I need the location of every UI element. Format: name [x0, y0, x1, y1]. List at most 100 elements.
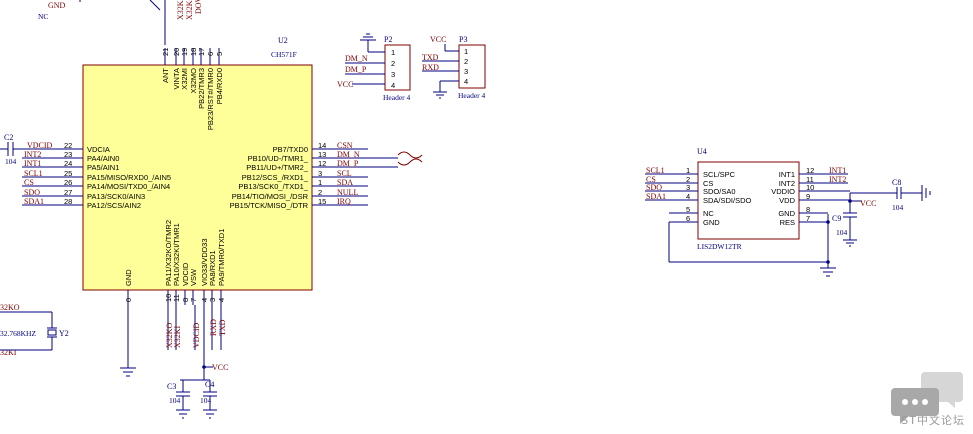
u2-right-pin-num: 13: [318, 150, 326, 159]
u2-component[interactable]: U2 CH571F 21ANT20VINTA19X32MI18X32MO17PB…: [62, 36, 334, 305]
u2-top-pin-name: PB23/RST#/TMR0: [206, 68, 215, 130]
u2-left-pin-num: 23: [64, 150, 72, 159]
c9-capacitor[interactable]: C9 104: [832, 212, 857, 247]
u2-bottom-pin-name: VSW: [189, 268, 198, 286]
p3-part: Header 4: [458, 91, 486, 100]
y2-net-top: 32KO: [0, 303, 20, 312]
u2-top-pin-name: PB22/TMR3: [197, 68, 206, 109]
c3-capacitor[interactable]: C3 104: [167, 382, 190, 410]
vcc-label-u4: VCC: [860, 199, 876, 208]
u4-ref: U4: [697, 147, 707, 156]
p3-header[interactable]: P3 1 2 3 4 Header 4 VCC TXD RXD: [422, 35, 486, 100]
c9-ref: C9: [832, 214, 841, 223]
u2-bottom-pin-num: 10: [164, 294, 173, 302]
u2-left-pin-name: PA15/MISO/RXD0_/AIN5: [87, 173, 171, 182]
u2-bottom-net: VDCID: [192, 322, 201, 348]
p3-pin1: 1: [464, 47, 468, 56]
u2-bottom-pin-name: VDCID: [181, 262, 190, 286]
u2-bottom-pin-num: 0: [124, 298, 133, 302]
u2-top-pin-num: 21: [161, 48, 170, 56]
u4-left-net: SDA1: [646, 192, 666, 201]
c3-value: 104: [169, 396, 181, 405]
u2-left-pin-name: PA5/AIN1: [87, 163, 119, 172]
u4-right-pin-num: 10: [806, 183, 814, 192]
u2-bottom-net: TXD: [218, 319, 227, 336]
u4-left-net: SCL1: [646, 166, 665, 175]
u4-left-net: CS: [646, 175, 656, 184]
p3-ref: P3: [459, 35, 467, 44]
u2-top-net-2: X32KO: [185, 0, 194, 20]
u2-right-pin-num: 1: [318, 178, 322, 187]
c4-capacitor[interactable]: C4 104: [200, 380, 217, 410]
u4-left-net: SDO: [646, 183, 662, 192]
u4-right-pin-name: VDDIO: [771, 187, 795, 196]
u2-top-pin-num: 6: [206, 52, 215, 56]
y2-ref: Y2: [59, 329, 69, 338]
u2-bottom-pin-name: PA10/X32KI/TMR1: [172, 223, 181, 286]
u2-bottom-net: X32KO: [165, 322, 174, 348]
c8-ref: C8: [892, 178, 901, 187]
u4-right-net: INT1: [829, 166, 846, 175]
watermark-text: ST中文论坛: [901, 414, 965, 427]
u2-left-pin-name: PA13/SCK0/AIN3: [87, 192, 145, 201]
u2-right-pin-num: 14: [318, 141, 326, 150]
dm-n-cross-icon: [397, 151, 423, 159]
p3-pin2: 2: [464, 57, 468, 66]
u2-right-pin-name: PB15/TCK/MISO_/DTR: [230, 201, 309, 210]
u2-right-net: DM_N: [337, 150, 360, 159]
u2-right-pin-num: 3: [318, 169, 322, 178]
u2-bottom-pin-num: 3: [208, 298, 217, 302]
u2-bottom-pin-name: PA8/RXD1: [208, 250, 217, 286]
u4-right-pin-name: INT2: [779, 179, 795, 188]
u2-bottom-pin-num: 4: [200, 298, 209, 302]
gnd-symbol-c3: [176, 409, 190, 419]
u2-right-net: NULL: [337, 188, 358, 197]
u2-top-pin-num: 20: [172, 48, 181, 56]
u2-right-pin-name: PB11/UD+/TMR2_: [246, 163, 309, 172]
u2-right-pin-num: 15: [318, 197, 326, 206]
p2-net-dm-n: DM_N: [345, 54, 368, 63]
u2-right-pin-num: 12: [318, 159, 326, 168]
gnd-symbol-u2: [120, 367, 136, 377]
u4-right-pin-name: GND: [778, 209, 795, 218]
u4-left-pin-name: SDO/SA0: [703, 187, 736, 196]
u4-body: [697, 161, 800, 240]
u2-right-net: IRQ: [337, 197, 351, 206]
u4-right-pin-num: 7: [806, 214, 810, 223]
y2-crystal[interactable]: 32KO 32.768KHZ Y2 32KI: [0, 303, 69, 357]
u2-bottom-pin-name: PA9/TMR0/TXD1: [217, 229, 226, 286]
u2-top-pins: 21ANT20VINTA19X32MI18X32MO17PB22/TMR36PB…: [161, 48, 224, 130]
p2-ref: P2: [384, 35, 392, 44]
u2-left-pin-num: 28: [64, 197, 72, 206]
u4-left-pin-name: NC: [703, 209, 714, 218]
u2-right-net: SDA: [337, 178, 353, 187]
u4-right-pin-num: 11: [806, 175, 814, 184]
p3-body: [458, 44, 486, 89]
c8-capacitor[interactable]: C8 104: [850, 178, 931, 212]
c3-ref: C3: [167, 382, 176, 391]
u4-right-net: INT2: [829, 175, 846, 184]
top-left-gnd-label: GND: [48, 1, 66, 10]
u2-right-net: CSN: [337, 141, 353, 150]
u2-top-pin-name: ANT: [161, 68, 170, 83]
c2-capacitor[interactable]: C2 104: [0, 133, 62, 166]
p2-part: Header 4: [383, 93, 411, 102]
u2-top-pin-name: PB4/RXD0: [215, 68, 224, 104]
c4-ref: C4: [205, 380, 214, 389]
u4-left-pin-name: SDA/SDI/SDO: [703, 196, 752, 205]
u2-left-net: INT2: [24, 150, 41, 159]
p2-header[interactable]: P2 1 2 3 4 Header 4 DM_N DM_P VCC: [337, 33, 411, 102]
u2-right-pins: 14PB7/TXD013PB10/UD-/TMR1_12PB11/UD+/TMR…: [230, 141, 334, 210]
u2-right-pin-name: PB12/SCS_/RXD1_: [242, 173, 309, 182]
u4-right-pin-num: 8: [806, 205, 810, 214]
c4-value: 104: [200, 396, 212, 405]
u2-part: CH571F: [271, 50, 297, 59]
